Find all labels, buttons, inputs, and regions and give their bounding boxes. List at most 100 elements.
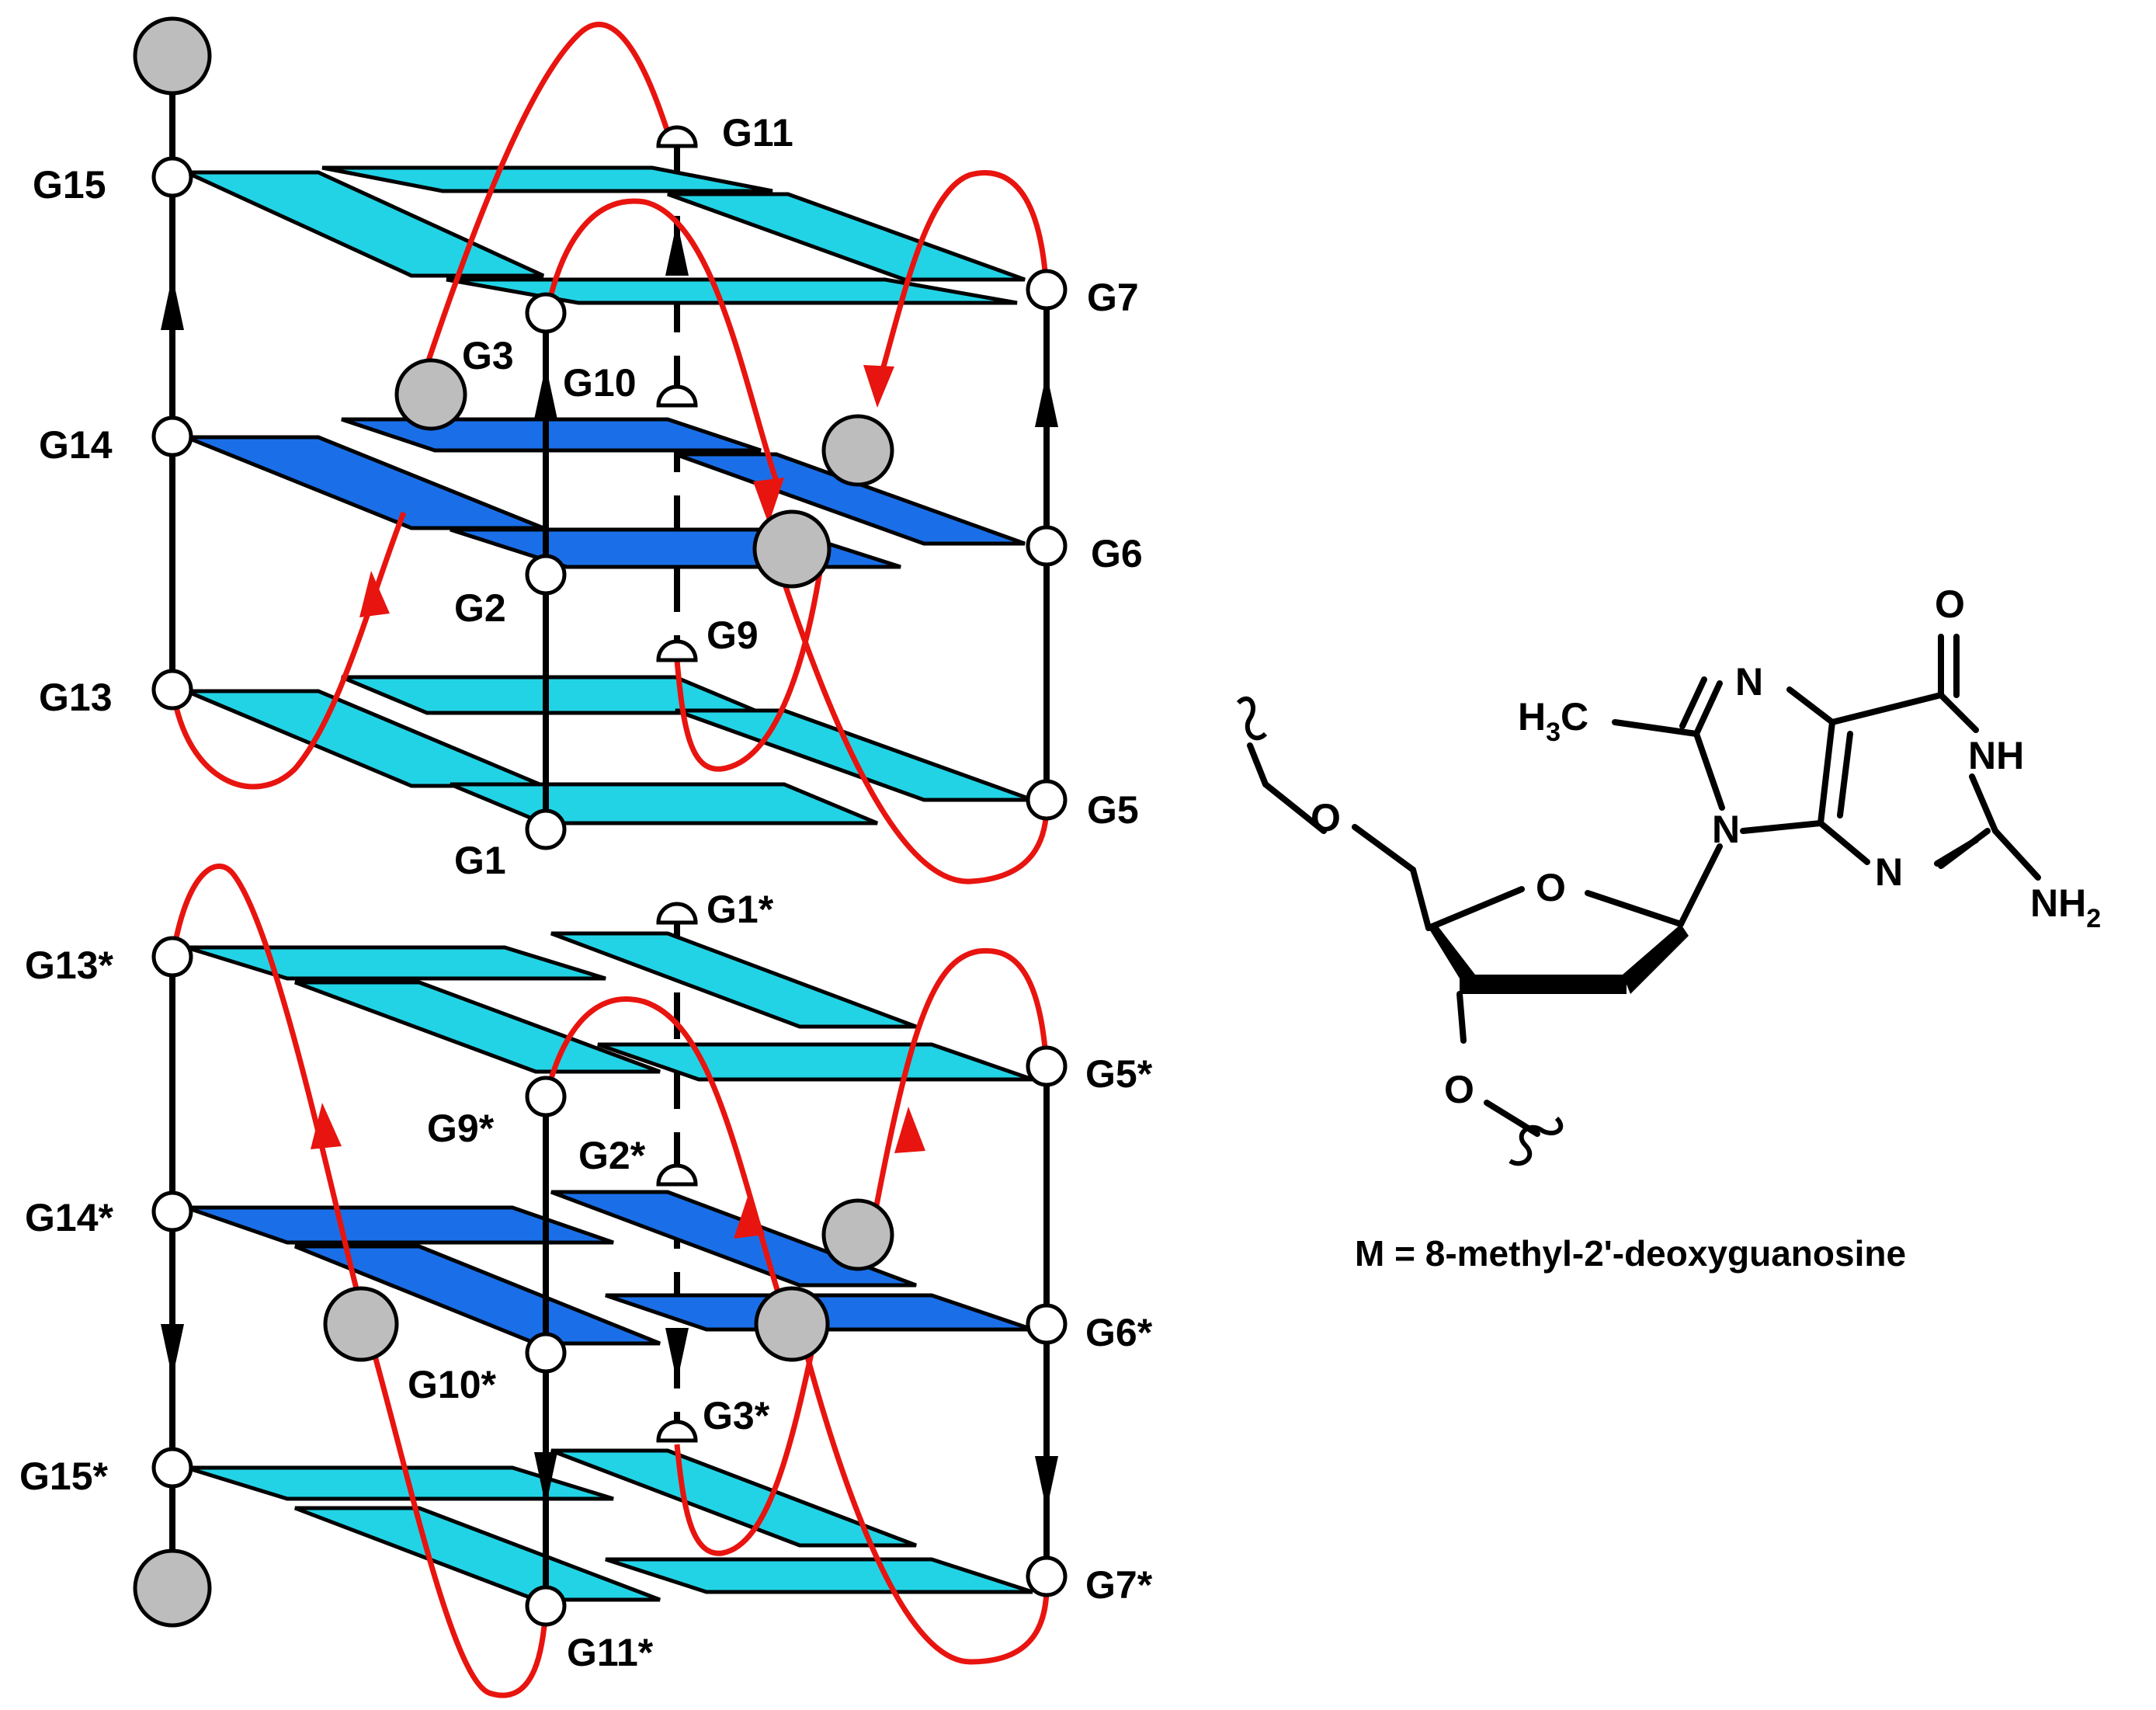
tetrad-top-lower [186,675,1033,825]
label-g14s: G14* [25,1196,114,1239]
node-g13 [151,669,193,711]
tetrad-plate [294,1244,661,1346]
label-g7: G7 [1087,276,1139,319]
tetrad-plate [341,417,762,453]
top-quadruplex: G15 G11 G7 G3 G10 G14 G6 G2 G9 G13 G5 G1 [33,16,1143,885]
label-g9s: G9* [427,1107,495,1150]
node-g3s [656,1420,698,1443]
label-g5: G5 [1087,788,1139,832]
atom-n3: N [1875,850,1903,894]
loop-arrow-red [359,571,390,617]
strand-arrow [665,221,689,276]
tetrad-plate [450,782,878,825]
tetrad-plate [597,1042,1033,1082]
tetrad-bottom-lower [186,1448,1033,1602]
tetrad-top-middle [186,417,1026,569]
tetrad-plate [186,1205,614,1245]
label-g3s: G3* [703,1394,770,1437]
label-g10s: G10* [408,1363,497,1406]
squiggles [1236,696,1564,1166]
node-g7 [1026,269,1068,311]
tetrad-plate [294,980,661,1074]
label-g1s: G1* [707,888,774,931]
label-g6: G6 [1091,532,1143,575]
atom-o-3prime: O [1444,1068,1474,1111]
methyl-sphere [754,1286,830,1362]
label-g3: G3 [462,334,514,377]
label-g2: G2 [454,586,506,630]
tetrad-plate [185,170,545,278]
strand-arrow [1035,1456,1058,1510]
tetrad-plate [186,945,606,981]
node-group [151,902,1068,1627]
methyl-sphere [394,358,467,431]
label-g13: G13 [39,676,113,719]
label-g11: G11 [722,111,793,155]
tetrad-top-upper [185,165,1026,305]
strand-arrow [534,1452,557,1507]
label-g6s: G6* [1085,1311,1153,1354]
node-g9 [656,639,698,662]
strand-arrow [1035,373,1058,427]
node-g3 [525,292,567,334]
loop-arrow-red [311,1103,342,1149]
atom-n9: N [1712,808,1740,851]
label-g9: G9 [707,613,759,657]
label-g14: G14 [39,423,113,467]
caption: M = 8-methyl-2'-deoxyguanosine [1355,1233,1906,1274]
node-g6s [1026,1303,1068,1345]
squiggle-5prime [1236,696,1268,741]
sugar-bold-bonds [1429,924,1689,994]
label-g2s: G2* [578,1134,646,1177]
node-g11 [656,125,698,148]
strand-arrow [161,1324,184,1378]
squiggle-3prime [1509,1116,1564,1166]
loop-red [674,551,826,772]
atom-h3c: H3C [1518,695,1588,747]
loop-red [773,558,1050,885]
methyl-sphere [821,1198,894,1271]
node-g5 [1026,779,1068,821]
node-group [151,125,1068,850]
methyl-sphere [821,414,894,487]
loop-red [874,170,1050,390]
strand-arrow [665,1328,689,1382]
tetrad-plate [605,1557,1033,1594]
node-g14 [151,415,193,457]
methyl-sphere [133,1548,212,1628]
strand-arrow [161,276,184,330]
loop-red [543,198,779,483]
node-g2s [656,1163,698,1187]
atom-o-carbonyl: O [1935,582,1965,626]
strand-arrow [534,365,557,419]
label-g15: G15 [33,163,106,207]
atom-n7: N [1735,660,1763,704]
node-g1s [656,902,698,925]
atom-o-5prime: O [1311,796,1341,839]
chemical-structure [1247,634,2041,1137]
node-g2 [525,554,567,596]
label-g5s: G5* [1085,1052,1153,1096]
tetrad-plate [550,1448,917,1548]
tetrad-bottom-upper [186,931,1033,1082]
tetrad-bottom-middle [186,1190,1033,1346]
bottom-quadruplex: G13* G1* G5* G9* G2* G14* G6* G10* G3* G… [19,864,1153,1698]
label-g13s: G13* [25,944,114,987]
tetrad-plate [294,1506,661,1602]
atom-nh2: NH2 [2030,881,2101,933]
tetrad-plate [667,192,1026,282]
loop-red [866,947,1050,1243]
tetrad-plate [341,675,762,715]
label-g1: G1 [454,839,506,882]
tetrad-plate [321,165,773,193]
loop-red [420,22,671,378]
atom-nh: NH [1968,734,2024,777]
tetrad-plate [450,527,901,569]
label-g15s: G15* [19,1455,109,1498]
node-g13s [151,936,193,978]
methyl-sphere [752,509,832,589]
methyl-sphere [133,16,212,96]
loop-red [362,1319,549,1698]
tetrad-plate [550,931,917,1029]
